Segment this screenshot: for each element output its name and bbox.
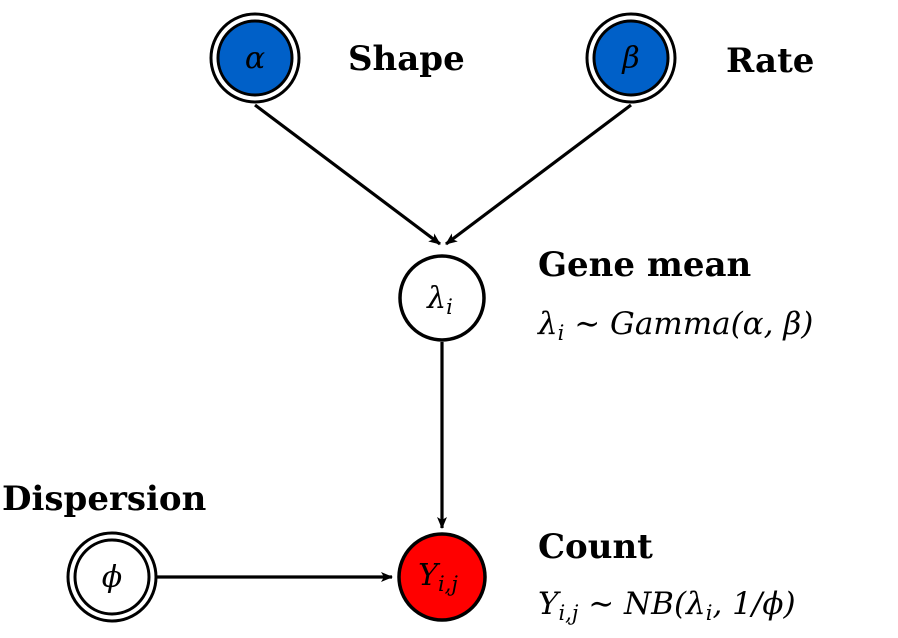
lambda-node-fill bbox=[398, 254, 486, 342]
beta-symbol: β bbox=[621, 41, 639, 76]
nb-formula: Yi,j ∼ NB(λi, 1/ϕ) bbox=[538, 586, 796, 625]
lambda-symbol: λi bbox=[426, 281, 453, 319]
lambda-node: λi bbox=[398, 254, 486, 342]
y-node: Yi,j bbox=[397, 532, 487, 622]
edge-beta-to-lambda bbox=[445, 103, 632, 246]
gene-mean-label: Gene mean bbox=[538, 245, 751, 285]
count-label: Count bbox=[538, 527, 653, 567]
y-symbol: Yi,j bbox=[418, 558, 458, 596]
alpha-symbol: α bbox=[245, 41, 265, 76]
beta-node: β bbox=[585, 12, 677, 104]
dispersion-label: Dispersion bbox=[2, 479, 206, 519]
shape-label: Shape bbox=[348, 39, 465, 79]
rate-label: Rate bbox=[726, 41, 814, 81]
beta-node-fill bbox=[592, 19, 670, 97]
phi-node-fill bbox=[73, 538, 151, 616]
edge-alpha-to-lambda bbox=[254, 103, 441, 246]
alpha-node-fill bbox=[216, 19, 294, 97]
y-node-fill bbox=[397, 532, 487, 622]
gamma-formula: λi ∼ Gamma(α, β) bbox=[536, 306, 813, 345]
phi-node: ϕ bbox=[66, 531, 158, 623]
phi-symbol: ϕ bbox=[102, 560, 122, 595]
alpha-node: α bbox=[209, 12, 301, 104]
